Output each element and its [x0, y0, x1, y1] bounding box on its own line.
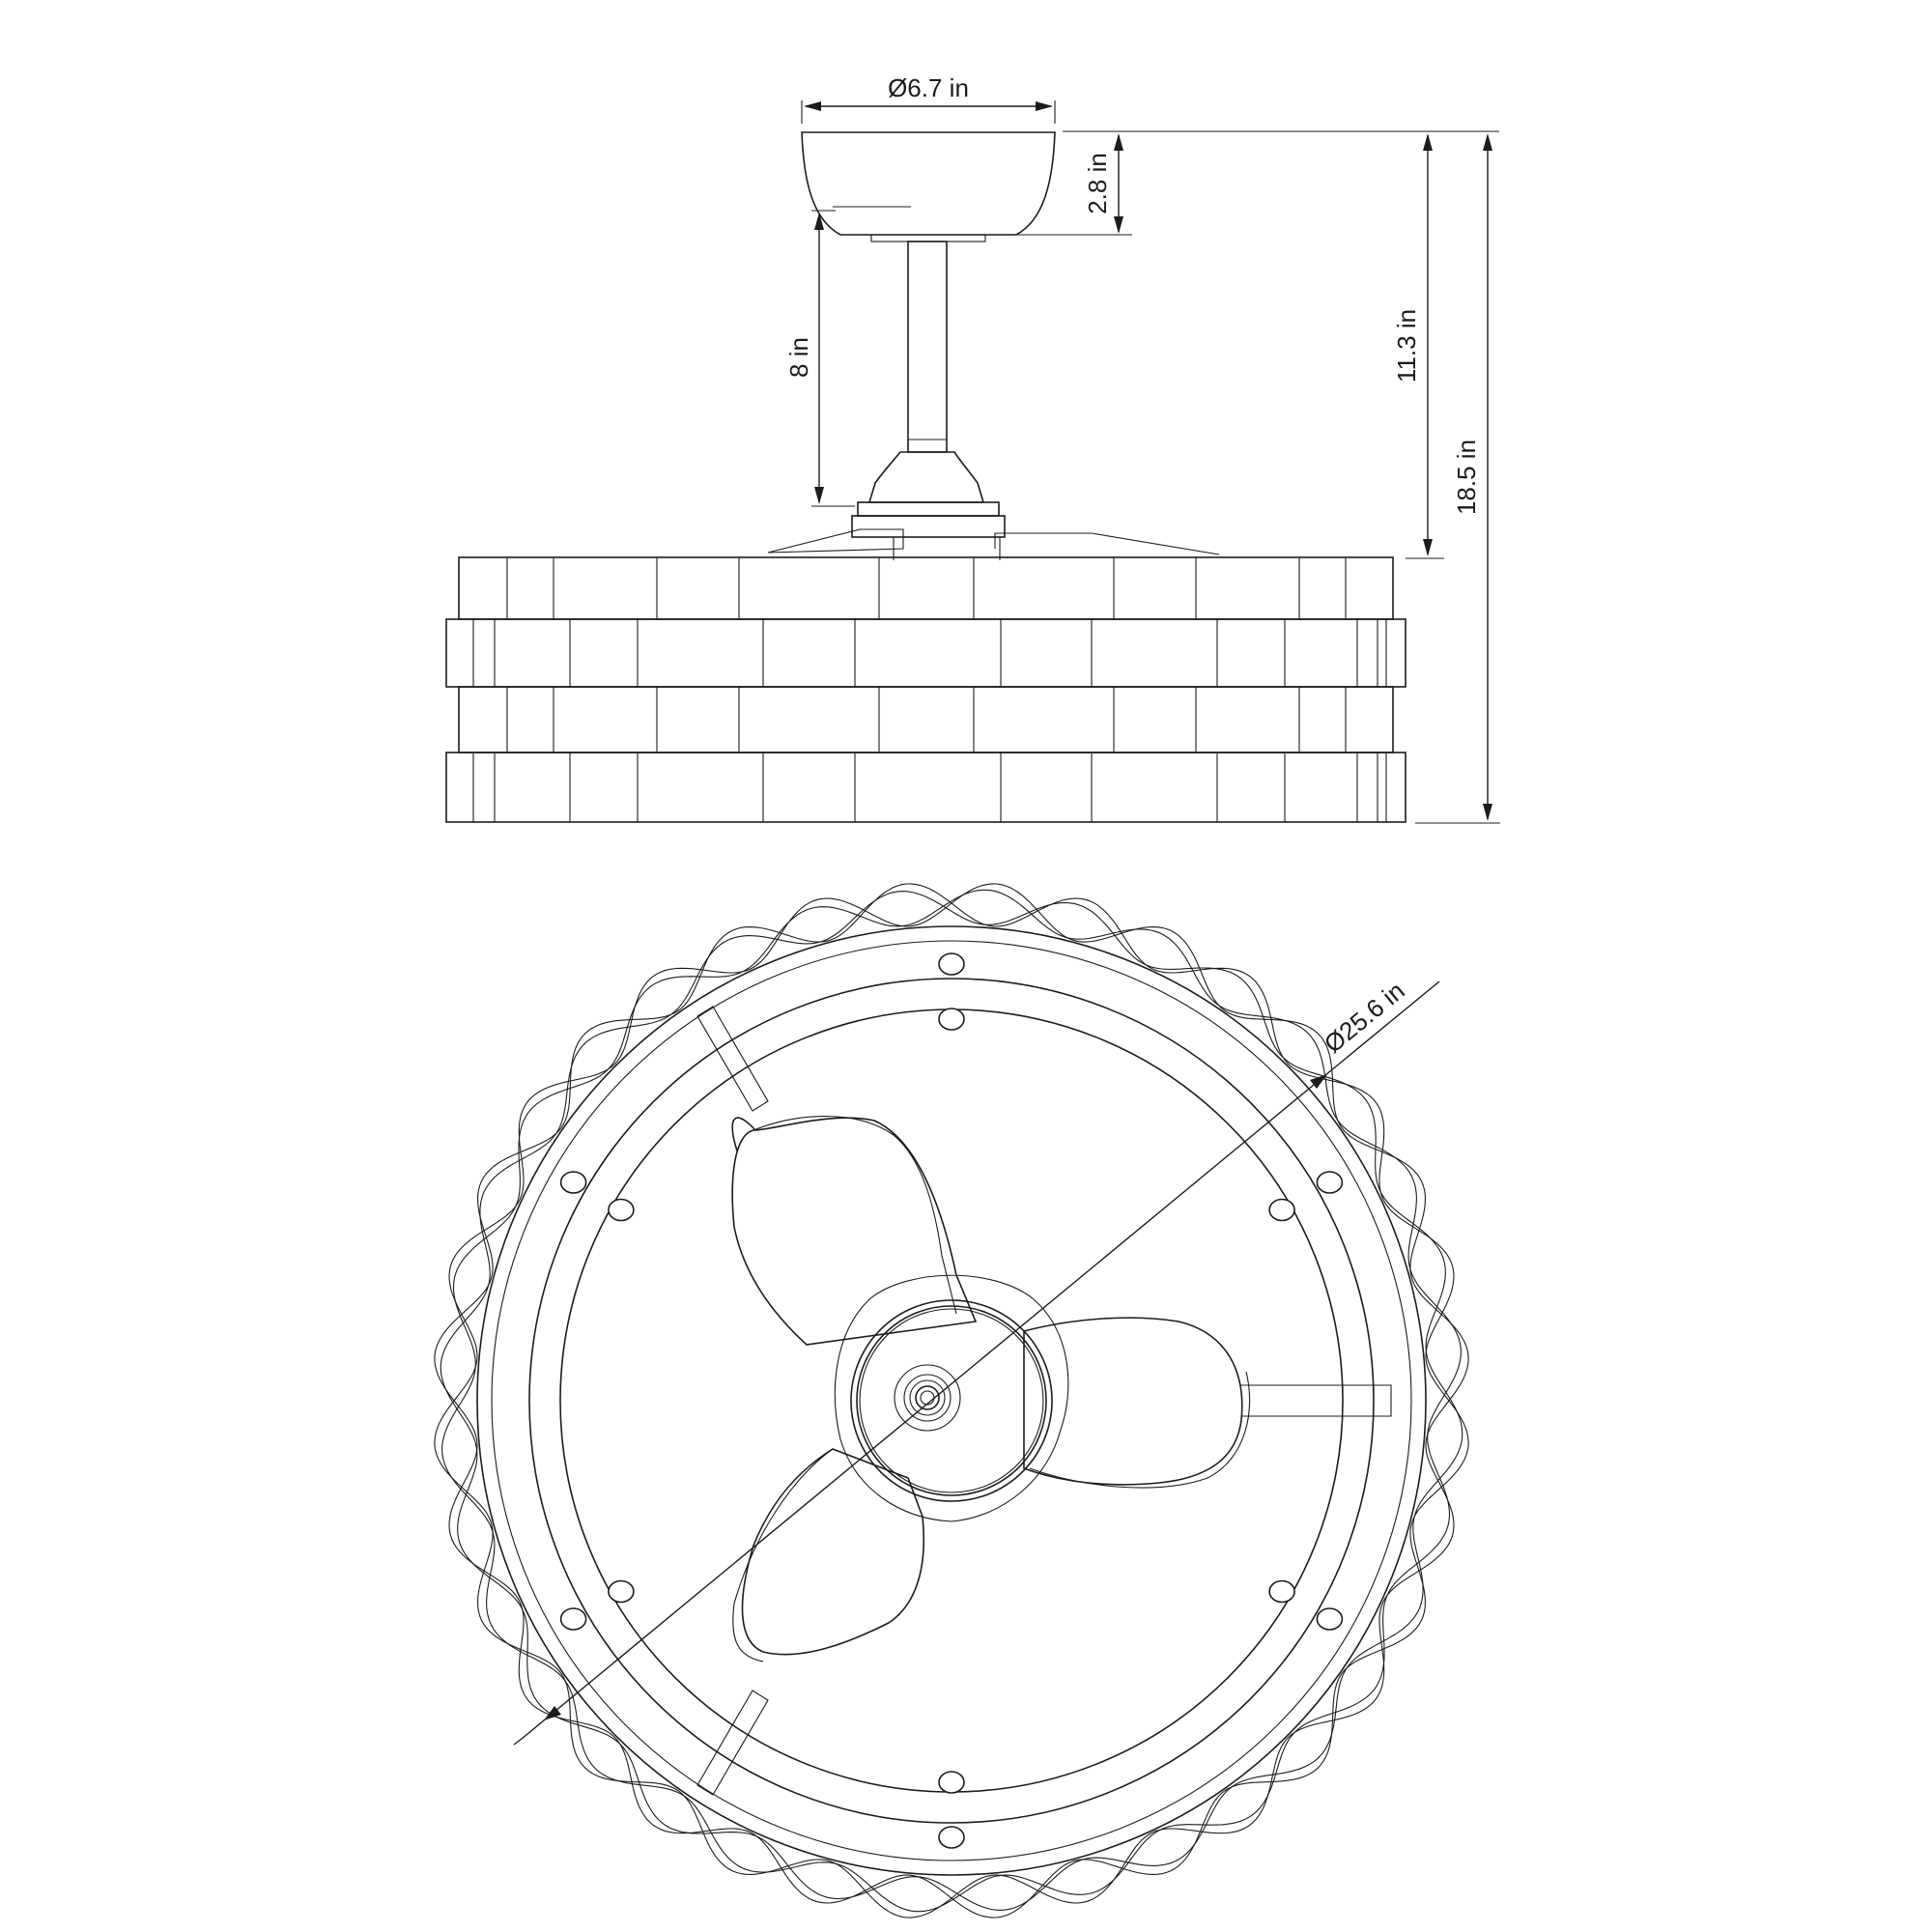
cage-outer-ring: [476, 925, 1427, 1876]
inner-ring: [528, 978, 1375, 1824]
bottom-view: Ø25.6 in: [434, 883, 1469, 1918]
dimension-canopy-diameter: Ø6.7 in: [804, 73, 1053, 111]
mounting-bump: [938, 1826, 965, 1849]
dimension-cage-diameter: Ø25.6 in: [513, 976, 1440, 1746]
dimension-downrod: 8 in: [784, 213, 824, 504]
mounting-bump: [1316, 1171, 1344, 1194]
dimension-canopy-height: 2.8 in: [1083, 133, 1123, 234]
motor-housing: [767, 451, 1220, 560]
cage-row-4: [445, 752, 1406, 823]
mounting-bump: [559, 1607, 587, 1631]
downrod-length-label: 8 in: [784, 337, 813, 378]
dimension-overall-height: 18.5 in: [1452, 133, 1492, 821]
fan-blades: [731, 1116, 1251, 1662]
height-to-cage-label: 11.3 in: [1392, 309, 1421, 383]
canopy-height-label: 2.8 in: [1083, 153, 1112, 214]
canopy: [801, 131, 1056, 242]
mounting-bump: [1316, 1607, 1344, 1631]
mounting-bump: [608, 1198, 635, 1222]
mounting-bump: [938, 1008, 965, 1031]
mounting-bump: [1268, 1579, 1295, 1604]
overall-height-label: 18.5 in: [1452, 440, 1481, 515]
mounting-bumps: [559, 952, 1344, 1849]
cage-outer-wave: [434, 883, 1469, 1918]
fan-blade: [732, 1448, 925, 1662]
fan-blade: [731, 1116, 978, 1346]
canopy-diameter-label: Ø6.7 in: [888, 73, 969, 102]
side-view: Ø6.7 in 2.8 in 8 in 11.3 in: [445, 73, 1500, 824]
cage-row-2: [445, 618, 1406, 688]
mounting-bump: [559, 1171, 587, 1194]
mounting-bump: [938, 1771, 965, 1794]
wave-strand: [441, 889, 1462, 1913]
fan-blade: [1023, 1317, 1251, 1489]
wave-strand: [440, 891, 1463, 1911]
downrod: [907, 241, 948, 453]
extension-lines: [801, 100, 1500, 824]
cage-row-3: [458, 686, 1394, 753]
motor-hub: [834, 1274, 1069, 1522]
dimension-height-to-cage: 11.3 in: [1392, 133, 1433, 556]
mounting-bump: [608, 1579, 635, 1604]
mounting-bump: [1268, 1198, 1295, 1222]
wave-strand: [434, 883, 1469, 1918]
cage-side-view: [445, 556, 1406, 823]
cage-row-1: [458, 556, 1394, 620]
mounting-bump: [938, 952, 965, 976]
